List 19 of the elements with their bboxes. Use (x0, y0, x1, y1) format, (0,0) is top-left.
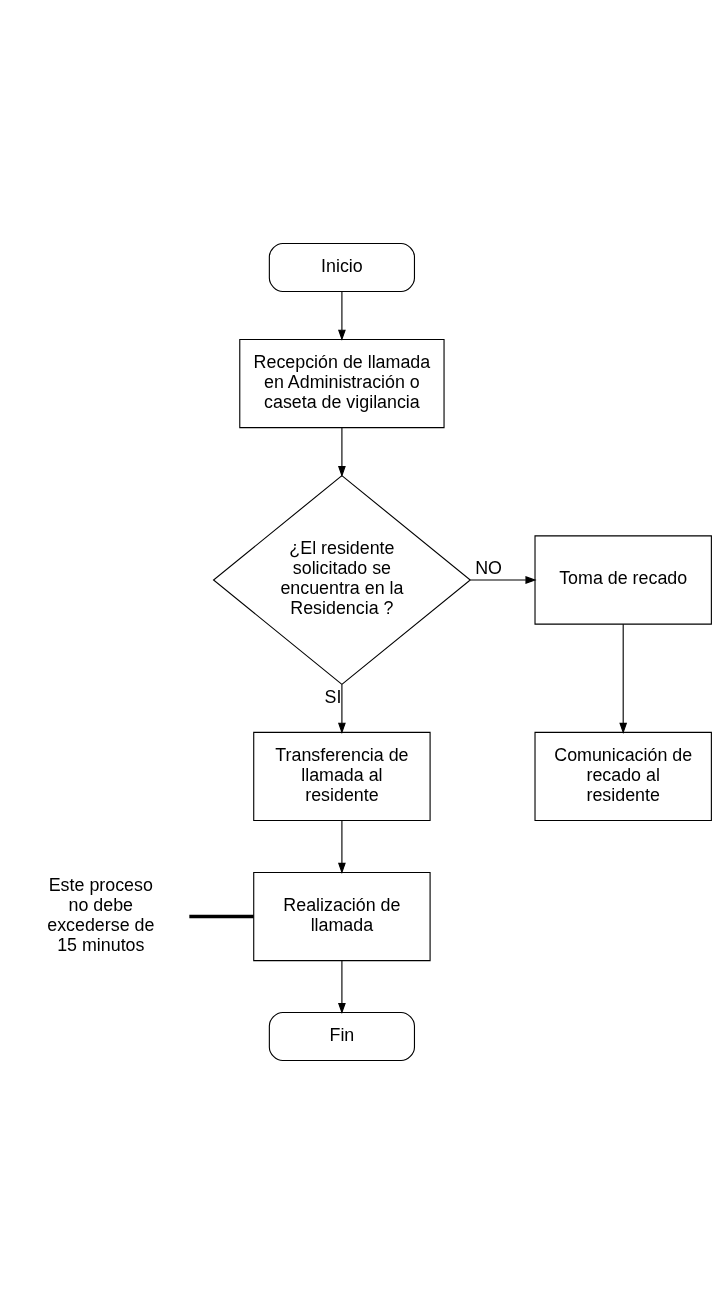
connector (189, 914, 254, 919)
node-box: Recepción de llamada en Administración o caseta de vigilancia (239, 338, 445, 429)
node-box: Inicio (268, 242, 415, 292)
arrow (338, 960, 346, 1015)
edge-label: SI (324, 686, 342, 707)
node-text: Este proceso no debe excederse de 15 minutos (47, 874, 155, 955)
arrow (338, 427, 346, 478)
node-diamond: ¿El residente solicitado se encuentra en la Residencia ? (212, 474, 472, 686)
node-box: Comunicación de recado al residente (534, 731, 712, 822)
arrow (338, 683, 346, 734)
node-box: Transferencia de llamada al residente (253, 731, 431, 822)
edge-label: NO (475, 558, 502, 579)
arrow (619, 623, 628, 735)
arrow (338, 820, 346, 875)
arrow (469, 576, 537, 584)
arrow (338, 291, 346, 341)
node-box: Fin (268, 1012, 415, 1062)
node-box: Toma de recado (534, 535, 712, 625)
node-box: Realización de llamada (253, 871, 431, 962)
